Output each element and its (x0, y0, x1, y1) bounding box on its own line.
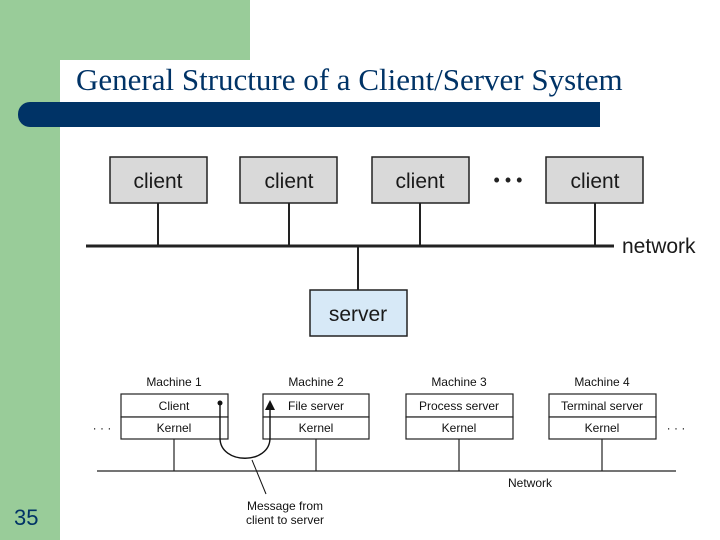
slide-number: 35 (14, 505, 39, 530)
machine-4-top: Terminal server (561, 399, 643, 413)
machine-1-stack: Client Kernel (120, 393, 229, 440)
message-pointer-line (251, 459, 267, 495)
machine-3-label: Machine 3 (431, 375, 487, 389)
client-label-1: client (133, 170, 182, 193)
left-ellipsis: · · · (93, 421, 112, 435)
client-box-1: client (109, 156, 208, 204)
network-label: network (622, 235, 696, 258)
client-label-3: client (395, 170, 444, 193)
green-left-band (0, 0, 60, 540)
title-underline-bar (18, 102, 600, 127)
machine-3-stack: Process server Kernel (405, 393, 514, 440)
server-box: server (309, 289, 408, 337)
message-arrowhead (265, 400, 275, 410)
machine-3-top: Process server (419, 399, 499, 413)
machine-3-bottom: Kernel (442, 421, 477, 435)
client-box-3: client (371, 156, 470, 204)
machine-4-stack: Terminal server Kernel (548, 393, 657, 440)
machine-4-bottom: Kernel (585, 421, 620, 435)
client-label-2: client (264, 170, 313, 193)
client-box-4: client (545, 156, 644, 204)
network-bottom-label: Network (508, 476, 553, 490)
machine-2-label: Machine 2 (288, 375, 344, 389)
client-label-4: client (570, 170, 619, 193)
right-ellipsis: · · · (667, 421, 686, 435)
machine-1-label: Machine 1 (146, 375, 202, 389)
slide-title: General Structure of a Client/Server Sys… (76, 62, 623, 97)
client-box-2: client (239, 156, 338, 204)
message-arc (219, 403, 271, 459)
machine-2-stack: File server Kernel (262, 393, 370, 440)
machine-4-label: Machine 4 (574, 375, 630, 389)
machine-1-bottom: Kernel (157, 421, 192, 435)
clients-ellipsis: • • • (494, 170, 523, 190)
server-label: server (329, 303, 387, 326)
message-label-line1: Message from (247, 499, 323, 513)
machine-2-bottom: Kernel (299, 421, 334, 435)
machine-1-top: Client (159, 399, 190, 413)
message-label-line2: client to server (246, 513, 324, 527)
machine-2-top: File server (288, 399, 344, 413)
